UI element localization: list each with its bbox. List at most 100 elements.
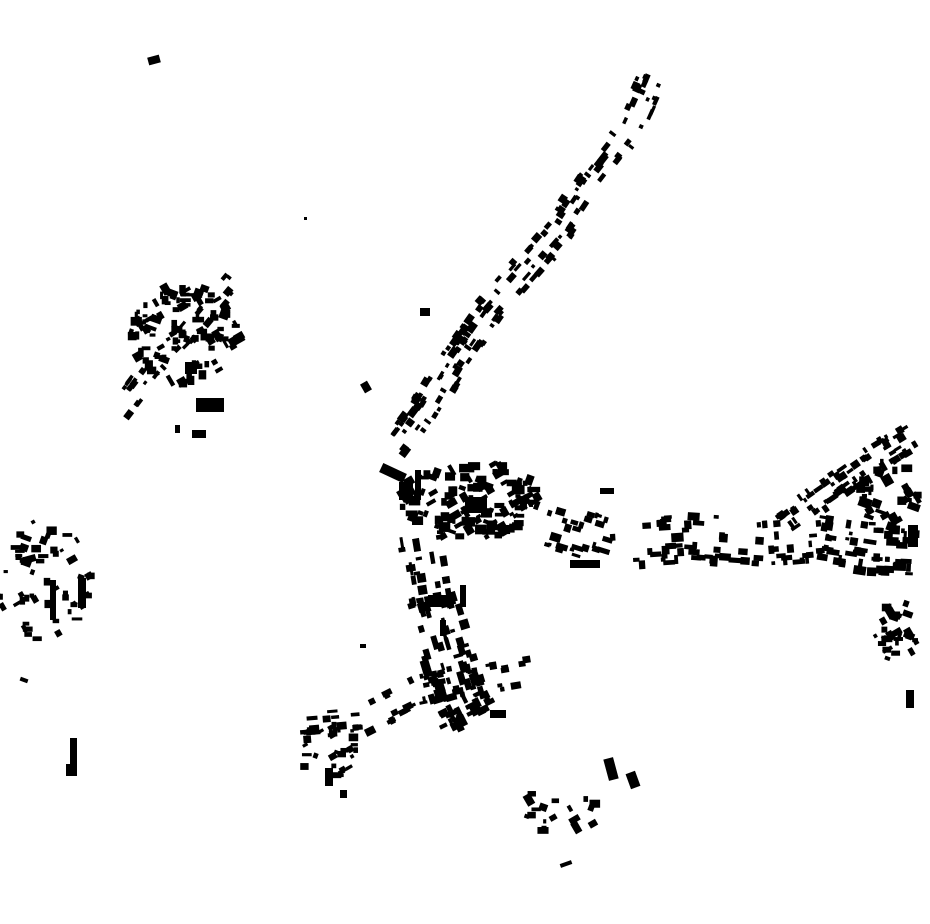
building <box>453 521 464 530</box>
building <box>411 393 420 402</box>
building <box>469 464 475 473</box>
building <box>353 747 358 753</box>
building <box>350 743 358 747</box>
building <box>445 704 454 713</box>
building <box>475 304 484 313</box>
building <box>413 571 421 576</box>
building <box>878 616 888 626</box>
building <box>515 287 524 296</box>
building <box>552 241 563 252</box>
building <box>805 490 816 500</box>
building <box>887 511 899 523</box>
building <box>452 718 465 733</box>
building <box>121 384 128 391</box>
building <box>30 519 36 525</box>
building <box>16 531 25 538</box>
building <box>211 328 224 343</box>
building <box>683 520 692 530</box>
building <box>594 519 606 529</box>
building <box>73 536 80 544</box>
building <box>872 633 878 639</box>
building <box>570 543 585 553</box>
building <box>488 661 498 671</box>
building <box>665 542 677 550</box>
building <box>902 599 910 608</box>
building <box>185 362 197 374</box>
building <box>468 495 474 499</box>
building <box>587 818 599 829</box>
building <box>222 285 234 297</box>
building <box>419 427 427 434</box>
building <box>835 470 848 483</box>
building <box>540 229 549 238</box>
building <box>583 515 593 524</box>
building <box>713 514 719 519</box>
building <box>774 511 784 520</box>
building <box>529 272 539 283</box>
building <box>449 384 459 394</box>
building <box>609 533 616 541</box>
building <box>434 394 444 405</box>
building <box>434 580 442 589</box>
building <box>325 768 333 786</box>
building <box>188 339 194 345</box>
building <box>591 545 601 554</box>
building <box>499 467 507 474</box>
building <box>349 753 355 759</box>
building <box>158 354 170 365</box>
building <box>455 533 465 540</box>
building <box>688 548 700 556</box>
building <box>391 426 401 437</box>
building <box>755 536 764 545</box>
building <box>194 363 203 369</box>
building <box>156 343 166 351</box>
building <box>151 298 160 308</box>
building <box>790 522 802 532</box>
building <box>862 446 868 454</box>
building <box>431 466 442 479</box>
building <box>143 315 154 324</box>
building <box>444 496 458 509</box>
building <box>473 515 483 525</box>
building <box>333 749 343 756</box>
building <box>849 537 859 547</box>
building <box>420 308 430 316</box>
building <box>151 370 161 380</box>
building <box>571 525 582 533</box>
building <box>439 387 447 394</box>
building <box>868 521 876 526</box>
building <box>153 351 161 359</box>
building <box>826 548 840 556</box>
building <box>714 553 721 559</box>
building <box>601 535 614 544</box>
building <box>838 559 847 568</box>
building <box>510 681 522 690</box>
building <box>475 706 487 717</box>
building <box>905 563 912 572</box>
building <box>164 285 168 295</box>
building <box>589 799 601 808</box>
building <box>144 360 153 370</box>
building <box>62 590 68 598</box>
building <box>220 337 230 349</box>
building <box>527 485 533 491</box>
building <box>675 543 683 548</box>
building <box>398 420 405 428</box>
building <box>419 673 424 679</box>
building <box>527 791 536 797</box>
building <box>583 171 592 179</box>
building <box>202 316 214 329</box>
building <box>232 330 246 343</box>
building <box>524 473 535 486</box>
building <box>527 811 536 819</box>
building <box>3 570 8 574</box>
building <box>360 380 372 394</box>
building <box>210 310 217 317</box>
building <box>417 510 424 516</box>
building <box>300 763 309 770</box>
building <box>475 524 487 535</box>
building <box>796 493 804 502</box>
building <box>692 520 705 526</box>
building <box>172 307 180 313</box>
